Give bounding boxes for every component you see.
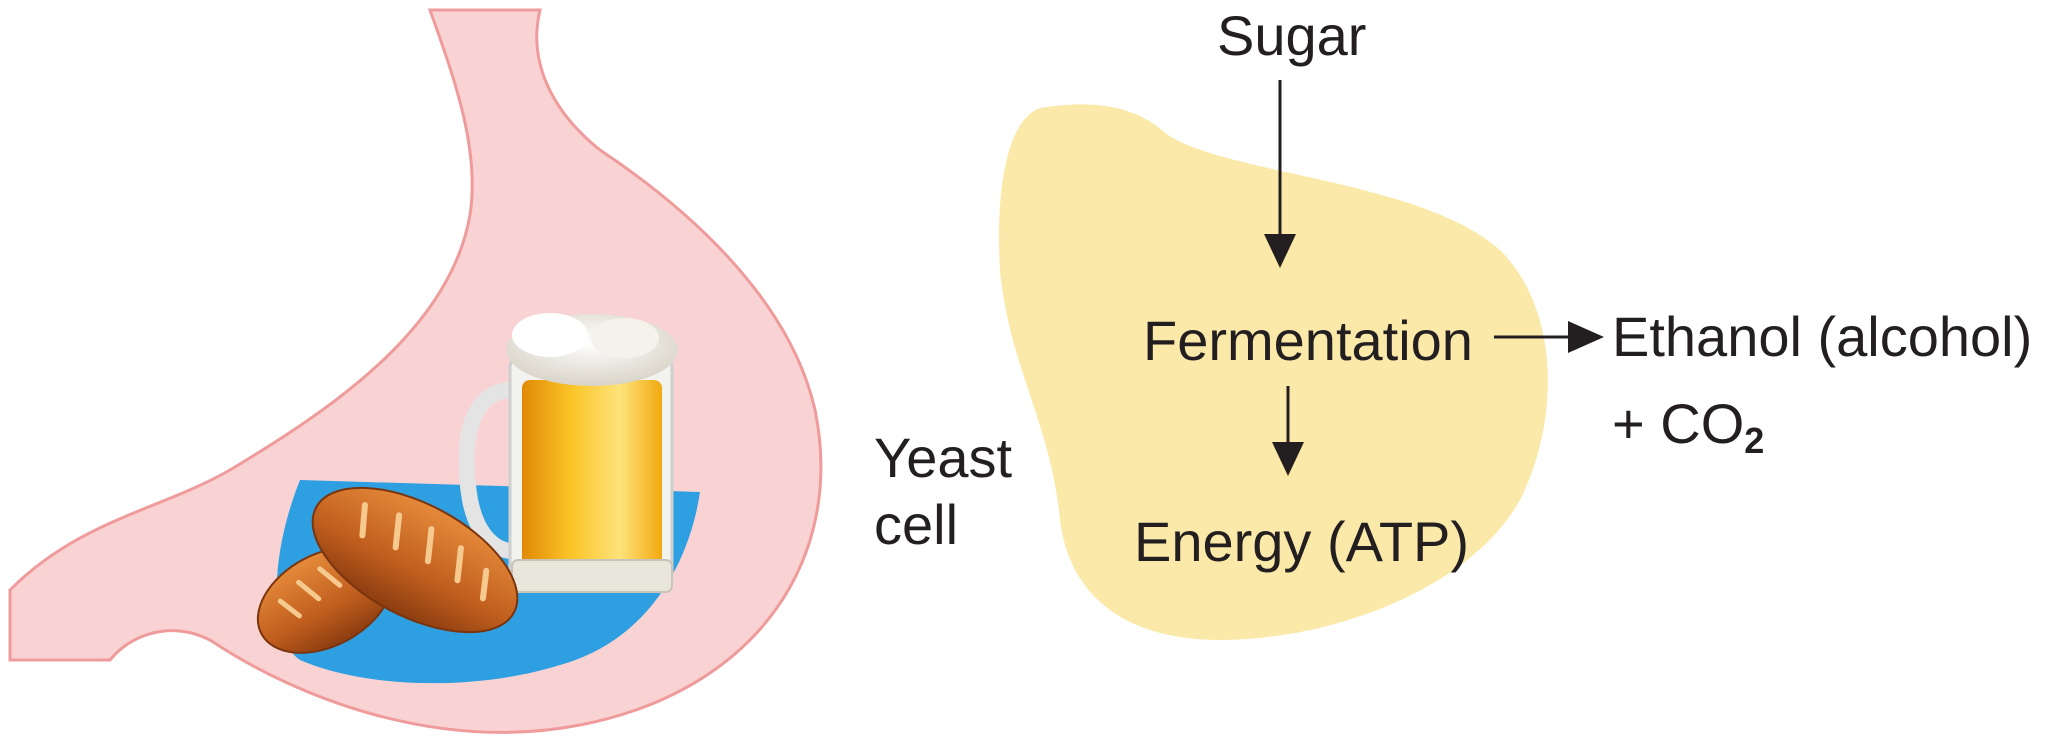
bread-rolls bbox=[256, 486, 519, 654]
label-cell: cell bbox=[874, 493, 959, 556]
foam-bubble bbox=[512, 313, 588, 357]
label-energy: Energy (ATP) bbox=[1134, 510, 1470, 573]
mug-base bbox=[511, 559, 673, 593]
label-co2-subscript: 2 bbox=[1744, 420, 1765, 461]
label-ethanol: Ethanol (alcohol) bbox=[1612, 305, 2033, 368]
beer-mug bbox=[458, 313, 678, 593]
arrows bbox=[1264, 80, 1604, 476]
label-co2-text: + CO bbox=[1612, 392, 1745, 455]
arrow-fermentation-to-ethanol bbox=[1494, 321, 1604, 353]
foam-bubble bbox=[591, 318, 659, 358]
mug-handle bbox=[458, 381, 522, 559]
arrow-fermentation-to-energy bbox=[1272, 386, 1304, 476]
yeast-cell bbox=[999, 104, 1548, 641]
label-co2: + CO2 bbox=[1612, 396, 1764, 459]
stomach-illustration bbox=[8, 8, 823, 734]
arrow-sugar-to-fermentation bbox=[1264, 80, 1296, 268]
beer-liquid bbox=[522, 380, 662, 578]
label-fermentation: Fermentation bbox=[1143, 309, 1473, 372]
label-yeast: Yeast bbox=[874, 426, 1013, 489]
bread-roll-large bbox=[311, 486, 519, 634]
label-sugar: Sugar bbox=[1217, 4, 1367, 67]
